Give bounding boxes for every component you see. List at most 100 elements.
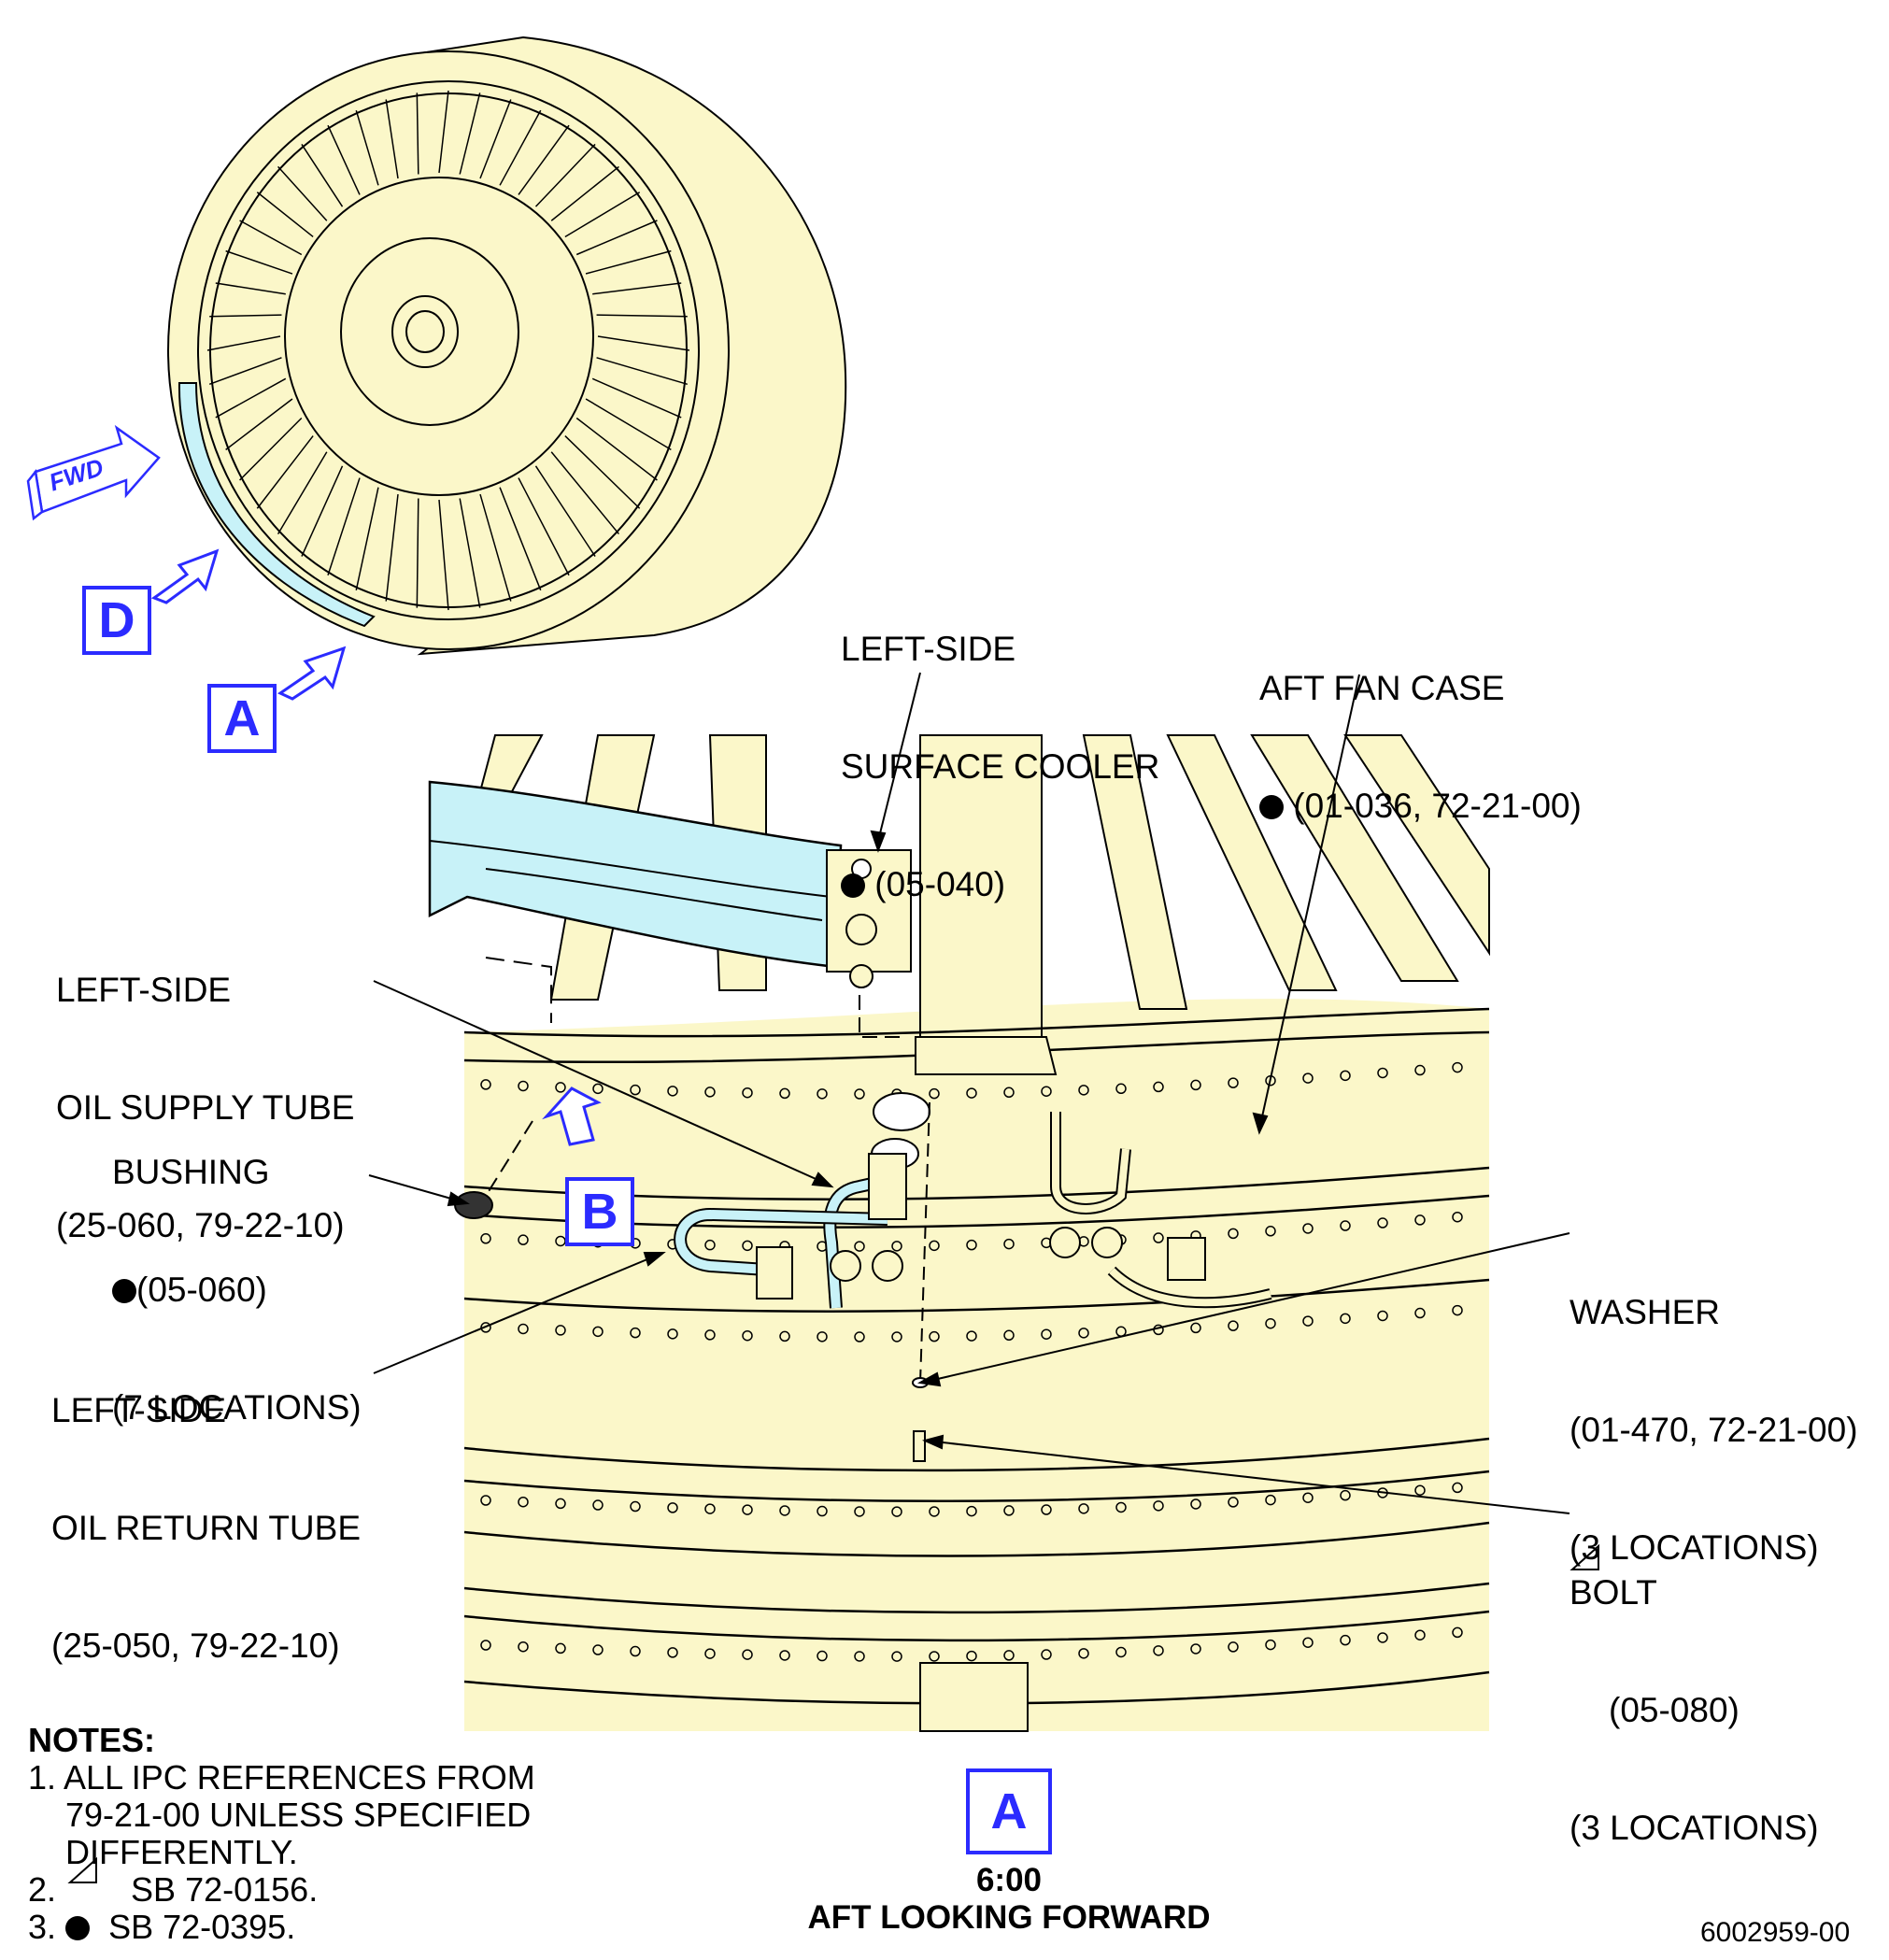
fastener: [1041, 1086, 1052, 1097]
fastener: [1153, 1081, 1164, 1093]
fastener: [1003, 1650, 1015, 1661]
note-1-cont: 79-21-00 UNLESS SPECIFIED: [28, 1796, 532, 1834]
fastener: [1190, 1498, 1201, 1510]
fastener: [1302, 1315, 1314, 1327]
fastener: [817, 1331, 828, 1342]
fastener: [592, 1644, 604, 1655]
fastener: [742, 1649, 753, 1660]
fastener: [779, 1330, 790, 1342]
fastener: [1078, 1648, 1089, 1659]
fastener: [1228, 1077, 1239, 1088]
fan-spoke: [301, 465, 344, 557]
fan-spoke: [585, 398, 672, 451]
fastener: [592, 1083, 604, 1095]
fastener: [854, 1331, 865, 1342]
fastener: [667, 1502, 678, 1513]
fastener: [1078, 1503, 1089, 1514]
fastener: [854, 1088, 865, 1100]
fastener: [1041, 1504, 1052, 1515]
fastener: [592, 1499, 604, 1511]
fastener: [1190, 1079, 1201, 1091]
fan-spoke: [534, 143, 596, 207]
fastener: [929, 1330, 940, 1342]
fan-spoke: [592, 282, 682, 295]
note-1: 1. ALL IPC REFERENCES FROM: [28, 1758, 535, 1797]
fastener: [1078, 1085, 1089, 1096]
sb-0395-symbol: [841, 873, 865, 898]
fan-spoke: [355, 109, 379, 186]
fastener: [704, 1087, 716, 1098]
fastener: [742, 1087, 753, 1099]
fastener: [1414, 1629, 1426, 1640]
fastener: [555, 1082, 566, 1093]
fan-spoke: [575, 417, 658, 481]
view-a-arrow: [277, 646, 347, 701]
fan-spoke: [597, 335, 690, 351]
fastener: [1414, 1214, 1426, 1226]
fastener: [630, 1327, 641, 1339]
fan-spoke: [385, 99, 399, 179]
fan-spoke: [534, 465, 596, 557]
highlighted-component-arc: [178, 382, 376, 628]
fan-spoke: [206, 335, 281, 351]
fastener: [704, 1503, 716, 1514]
fastener: [480, 1233, 491, 1244]
view-a-callout-top[interactable]: A: [207, 684, 277, 753]
note-sb-0395-symbol: [65, 1916, 91, 1940]
fastener: [1228, 1641, 1239, 1653]
detail-view-a: [428, 734, 1490, 1732]
fastener: [1228, 1497, 1239, 1508]
fastener: [1340, 1489, 1351, 1501]
ring-fasteners: [480, 1061, 1463, 1662]
fan-spoke: [499, 109, 542, 186]
note-2: 2. SB 72-0156.: [28, 1870, 319, 1909]
fastener: [1414, 1484, 1426, 1496]
fastener: [1265, 1226, 1276, 1237]
fastener: [1377, 1217, 1388, 1229]
fastener: [480, 1495, 491, 1506]
fastener: [518, 1323, 529, 1335]
view-d-callout[interactable]: D: [82, 586, 151, 655]
fastener: [1190, 1322, 1201, 1334]
fastener: [1153, 1645, 1164, 1656]
view-b-callout[interactable]: B: [565, 1177, 634, 1246]
fan-spoke: [327, 124, 361, 195]
fastener: [667, 1086, 678, 1097]
leader-lines: [368, 672, 1570, 1514]
fastener: [630, 1645, 641, 1657]
fan-spoke: [438, 499, 449, 611]
fan-spoke: [596, 357, 689, 386]
fastener: [1003, 1505, 1015, 1516]
fastener: [779, 1087, 790, 1100]
fan-spoke: [256, 192, 314, 238]
fastener: [929, 1240, 940, 1252]
fastener: [854, 1651, 865, 1662]
fastener: [555, 1325, 566, 1336]
figure-number: 6002959-00: [1700, 1917, 1851, 1948]
fan-spoke: [479, 99, 512, 179]
fastener: [1452, 1061, 1463, 1073]
washer-label: WASHER (01-470, 72-21-00) (3 LOCATIONS): [1569, 1293, 1858, 1567]
fastener: [1228, 1320, 1239, 1331]
fastener: [1452, 1304, 1463, 1316]
fastener: [891, 1331, 902, 1342]
view-caption-position: 6:00: [975, 1862, 1043, 1898]
fastener: [1003, 1087, 1015, 1099]
fan-spoke: [416, 92, 419, 175]
fastener: [1153, 1500, 1164, 1512]
fan-spoke: [239, 417, 303, 481]
fan-spoke: [518, 477, 570, 576]
fastener: [704, 1329, 716, 1341]
fastener: [817, 1650, 828, 1662]
fastener: [929, 1506, 940, 1517]
fastener: [667, 1328, 678, 1340]
fastener: [966, 1650, 977, 1662]
fan-spoke: [225, 398, 293, 450]
bushing-label: BUSHING (05-060) (7 LOCATIONS): [112, 1153, 362, 1427]
oil-return-tube-label: LEFT-SIDE OIL RETURN TUBE (25-050, 79-22…: [51, 1391, 361, 1665]
bolt-part: [913, 1430, 926, 1462]
fastener: [630, 1500, 641, 1513]
fastener: [1041, 1328, 1052, 1340]
view-b-arrow: [542, 1087, 602, 1146]
